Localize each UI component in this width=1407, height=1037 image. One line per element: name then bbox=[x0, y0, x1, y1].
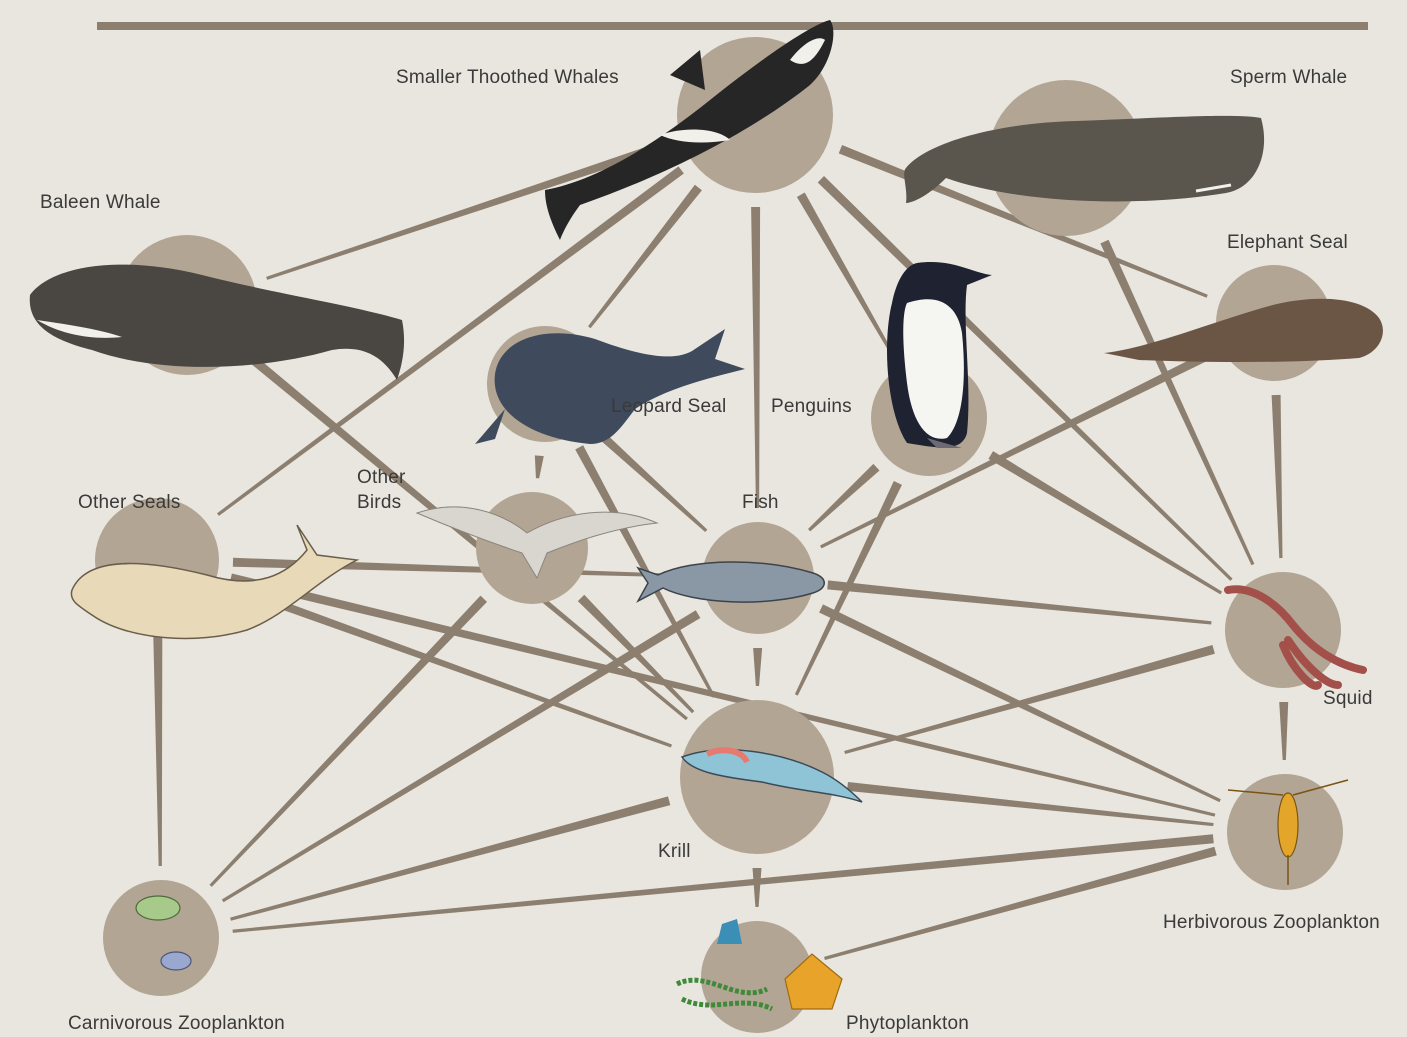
link-other_seals-to-carnivorous_zooplankton bbox=[153, 636, 162, 866]
link-fish-to-squid bbox=[827, 580, 1211, 624]
link-smaller_toothed_whales-to-fish bbox=[751, 207, 760, 508]
baleen-whale-icon bbox=[30, 265, 404, 380]
label-herbivorous-zooplankton: Herbivorous Zooplankton bbox=[1163, 910, 1380, 935]
link-herbivorous_zooplankton-to-phytoplankton bbox=[824, 847, 1217, 960]
label-baleen-whale: Baleen Whale bbox=[40, 190, 161, 215]
label-sperm-whale: Sperm Whale bbox=[1230, 65, 1347, 90]
sperm-whale-icon bbox=[904, 116, 1264, 203]
link-smaller_toothed_whales-to-penguins bbox=[797, 193, 895, 357]
fish-icon bbox=[638, 562, 824, 602]
link-fish-to-krill bbox=[753, 648, 762, 686]
label-elephant-seal: Elephant Seal bbox=[1227, 230, 1348, 255]
link-penguins-to-squid bbox=[988, 451, 1222, 594]
label-krill: Krill bbox=[658, 839, 691, 864]
link-krill-to-herbivorous_zooplankton bbox=[847, 782, 1214, 826]
link-smaller_toothed_whales-to-baleen_whale bbox=[266, 140, 669, 280]
label-smaller-toothed-whales: Smaller Thoothed Whales bbox=[396, 65, 619, 90]
label-fish: Fish bbox=[742, 490, 779, 515]
label-penguins: Penguins bbox=[771, 394, 852, 419]
label-phytoplankton: Phytoplankton bbox=[846, 1011, 969, 1036]
link-elephant_seal-to-squid bbox=[1272, 395, 1283, 558]
label-other-seals: Other Seals bbox=[78, 490, 181, 515]
link-herbivorous_zooplankton-to-carnivorous_zooplankton bbox=[233, 834, 1214, 933]
link-smaller_toothed_whales-to-leopard_seal bbox=[588, 185, 702, 328]
link-krill-to-phytoplankton bbox=[753, 868, 762, 907]
label-other-birds: Other Birds bbox=[357, 465, 406, 515]
label-squid: Squid bbox=[1323, 686, 1373, 711]
link-other_birds-to-carnivorous_zooplankton bbox=[209, 596, 487, 887]
link-leopard_seal-to-other_birds bbox=[535, 455, 544, 478]
link-squid-to-herbivorous_zooplankton bbox=[1279, 702, 1288, 760]
label-leopard-seal: Leopard Seal bbox=[611, 394, 726, 419]
label-carnivorous-zooplankton: Carnivorous Zooplankton bbox=[68, 1011, 285, 1036]
